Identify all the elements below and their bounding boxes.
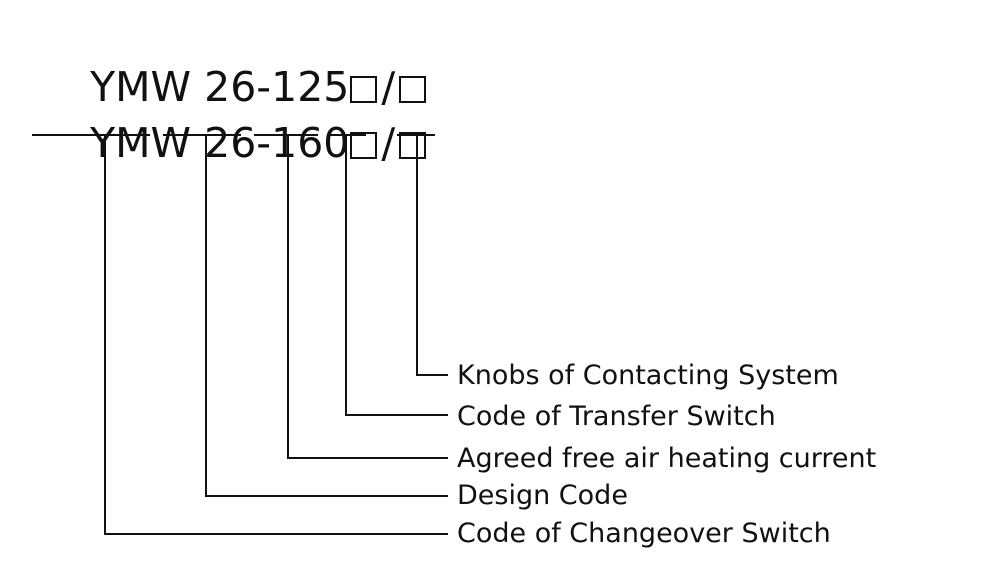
- leader-vertical-transfer: [345, 134, 347, 414]
- slash-separator-2: /: [381, 119, 396, 167]
- underline-segment-current: [254, 134, 318, 136]
- callout-label-design: Design Code: [457, 480, 628, 511]
- callout-label-current: Agreed free air heating current: [457, 443, 877, 474]
- leader-vertical-changeover: [104, 134, 106, 533]
- model-prefix-2: YMW: [90, 119, 205, 167]
- underline-segment-changeover: [32, 134, 150, 136]
- placeholder-box-icon: [399, 132, 427, 159]
- callout-label-changeover: Code of Changeover Switch: [457, 518, 831, 549]
- slash-separator-1: /: [381, 63, 396, 111]
- model-series-1: 26-125: [204, 63, 350, 111]
- model-series-2: 26-160: [204, 119, 350, 167]
- leader-vertical-design: [205, 134, 207, 495]
- callout-label-knobs: Knobs of Contacting System: [457, 360, 839, 391]
- underline-segment-design: [163, 134, 241, 136]
- model-code-line-1: YMW 26-125 /: [38, 26, 427, 149]
- placeholder-box-icon: [350, 132, 378, 159]
- leader-horizontal-design: [205, 495, 448, 497]
- leader-horizontal-changeover: [104, 533, 448, 535]
- leader-horizontal-current: [287, 457, 448, 459]
- callout-label-transfer: Code of Transfer Switch: [457, 401, 776, 432]
- placeholder-box-icon: [350, 76, 378, 103]
- placeholder-box-icon: [399, 76, 427, 103]
- leader-vertical-knobs: [416, 134, 418, 374]
- model-prefix-1: YMW: [90, 63, 205, 111]
- model-code-line-2: YMW 26-160 /: [38, 82, 427, 205]
- leader-horizontal-transfer: [345, 414, 448, 416]
- underline-segment-transfer: [328, 134, 366, 136]
- leader-horizontal-knobs: [416, 374, 448, 376]
- leader-vertical-current: [287, 134, 289, 457]
